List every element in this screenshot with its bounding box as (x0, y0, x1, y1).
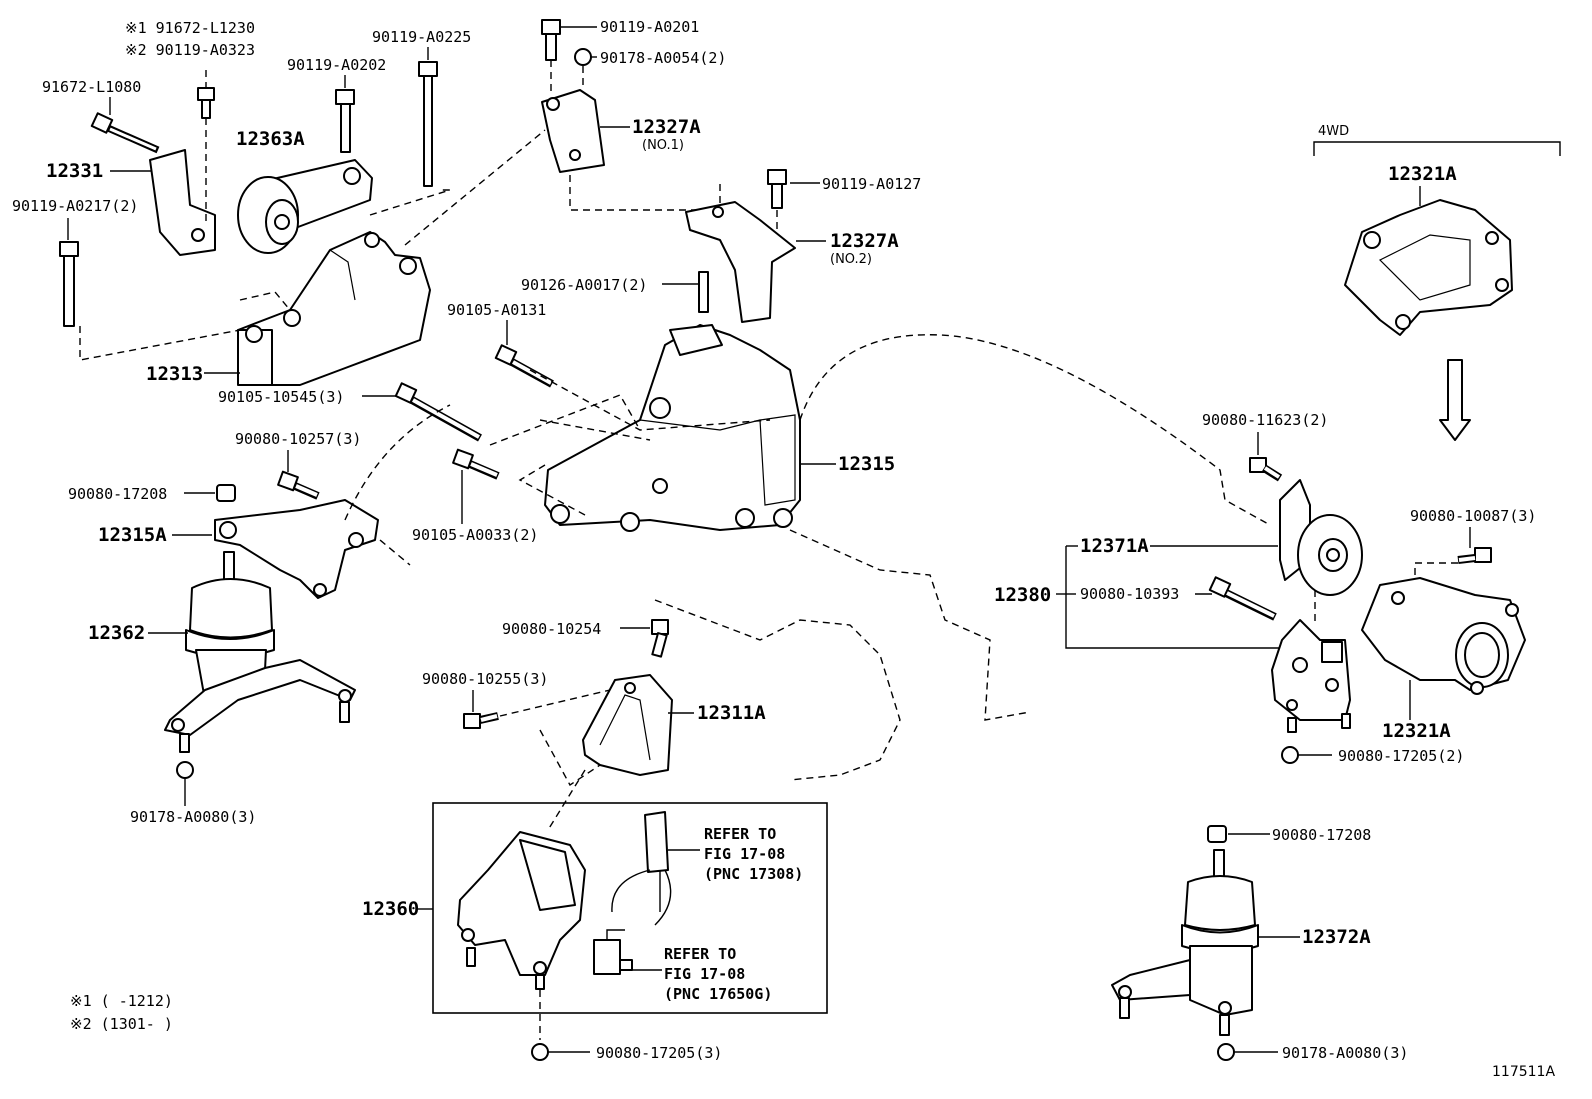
refer-17650G-line3[interactable]: (PNC 17650G) (664, 985, 772, 1003)
mount-12371A-icon (1279, 479, 1363, 596)
bolt-90105-A0131-icon (494, 344, 554, 388)
bracket-12315A-icon (214, 499, 379, 599)
mount-12360-icon (457, 831, 586, 990)
nut-90178-A0080-right-icon (1217, 1043, 1235, 1061)
bolt-90080-10255-icon (463, 712, 499, 729)
bracket-12311A-icon (582, 674, 673, 776)
bolt-90080-10393-icon (1208, 576, 1277, 621)
callout-90119-A0127[interactable]: 90119-A0127 (822, 175, 921, 193)
legend-note-1: ※1 91672-L1230 (125, 19, 255, 37)
callout-90080-10393[interactable]: 90080-10393 (1080, 585, 1179, 603)
callout-90080-17205-bottom[interactable]: 90080-17205(3) (596, 1044, 722, 1062)
callout-90080-17208-left[interactable]: 90080-17208 (68, 485, 167, 503)
bolt-90105-A0033-icon (452, 448, 500, 480)
legend-range-2: ※2 (1301- ) (70, 1015, 173, 1033)
callout-90105-A0033[interactable]: 90105-A0033(2) (412, 526, 538, 544)
callout-12362[interactable]: 12362 (88, 622, 145, 644)
bracket-12321A-top-icon (1344, 199, 1513, 336)
vacuum-hose-icon (611, 811, 672, 926)
bolt-91672-L1080-icon (90, 112, 160, 154)
refer-17650G-line1: REFER TO (664, 945, 736, 963)
bracket-12313-icon (237, 231, 431, 386)
bolt-90119-A0202-icon (335, 89, 355, 153)
callout-90105-10545[interactable]: 90105-10545(3) (218, 388, 344, 406)
callout-12327A-no1[interactable]: 12327A (632, 116, 701, 138)
bolt-90119-A0225-icon (418, 61, 438, 187)
bracket-12331-icon (149, 149, 216, 256)
callout-90080-10087[interactable]: 90080-10087(3) (1410, 507, 1536, 525)
callout-90105-A0131[interactable]: 90105-A0131 (447, 301, 546, 319)
callout-90119-A0225[interactable]: 90119-A0225 (372, 28, 471, 46)
refer-17308-line1: REFER TO (704, 825, 776, 843)
callout-12313[interactable]: 12313 (146, 363, 203, 385)
bolt-90080-10257-icon (277, 470, 320, 500)
nut-90080-17205-bottom-icon (531, 1043, 549, 1061)
vsv-valve-icon (593, 929, 633, 975)
callout-90126-A0017[interactable]: 90126-A0017(2) (521, 276, 647, 294)
bolt-90080-10254-icon (651, 619, 669, 658)
figure-id: 117511A (1492, 1064, 1555, 1080)
group-label-4wd: 4WD (1318, 124, 1349, 139)
bolt-90080-10087-icon (1457, 547, 1492, 564)
callout-90119-A0217[interactable]: 90119-A0217(2) (12, 197, 138, 215)
bolt-91672-L1230-icon (197, 87, 215, 119)
callout-90080-17205-right[interactable]: 90080-17205(2) (1338, 747, 1464, 765)
bracket-12321A-lower-icon (1361, 577, 1526, 695)
callout-12327A-no2[interactable]: 12327A (830, 230, 899, 252)
callout-90178-A0080-left[interactable]: 90178-A0080(3) (130, 808, 256, 826)
callout-90080-10255[interactable]: 90080-10255(3) (422, 670, 548, 688)
callout-90080-11623[interactable]: 90080-11623(2) (1202, 411, 1328, 429)
refer-17308-line2: FIG 17-08 (704, 845, 785, 863)
bolt-90119-A0217-icon (59, 241, 79, 327)
callout-90119-A0201[interactable]: 90119-A0201 (600, 18, 699, 36)
bracket-12327A-no2-icon (685, 201, 796, 323)
bracket-12327A-no1-icon (541, 89, 605, 173)
mount-12363A-icon (237, 159, 373, 254)
callout-12371A[interactable]: 12371A (1080, 535, 1149, 557)
callout-12363A[interactable]: 12363A (236, 128, 305, 150)
bolt-90105-10545-icon (394, 382, 482, 442)
callout-12315[interactable]: 12315 (838, 453, 895, 475)
callout-91672-L1080[interactable]: 91672-L1080 (42, 78, 141, 96)
down-arrow-icon (1439, 359, 1471, 441)
callout-90080-10257[interactable]: 90080-10257(3) (235, 430, 361, 448)
nut-90178-A0080-left-icon (176, 761, 194, 779)
callout-12360[interactable]: 12360 (362, 898, 419, 920)
callout-12321A-top[interactable]: 12321A (1388, 163, 1457, 185)
bolt-90119-A0127-icon (767, 169, 787, 209)
bracket-12380-lower-icon (1271, 619, 1351, 733)
callout-90178-A0054[interactable]: 90178-A0054(2) (600, 49, 726, 67)
mount-12362-icon (164, 551, 356, 753)
callout-12315A[interactable]: 12315A (98, 524, 167, 546)
legend-note-2: ※2 90119-A0323 (125, 41, 255, 59)
callout-90178-A0080-right[interactable]: 90178-A0080(3) (1282, 1044, 1408, 1062)
nut-90178-A0054-icon (574, 48, 592, 66)
callout-12327A-no1-sub: (NO.1) (642, 138, 684, 153)
callout-12331[interactable]: 12331 (46, 160, 103, 182)
legend-range-1: ※1 ( -1212) (70, 992, 173, 1010)
assembly-12360-box (432, 802, 828, 1014)
bolt-90080-11623-icon (1249, 457, 1283, 482)
nut-90080-17205-right-icon (1281, 746, 1299, 764)
bolt-90119-A0201-icon (541, 19, 561, 61)
refer-17650G-line2: FIG 17-08 (664, 965, 745, 983)
callout-12327A-no2-sub: (NO.2) (830, 252, 872, 267)
callout-90080-17208-right[interactable]: 90080-17208 (1272, 826, 1371, 844)
nut-90080-17208-right-icon (1207, 825, 1227, 843)
mount-12372A-icon (1111, 849, 1259, 1036)
callout-12311A[interactable]: 12311A (697, 702, 766, 724)
nut-90080-17208-left-icon (216, 484, 236, 502)
stud-90126-A0017-icon (698, 271, 709, 313)
callout-12372A[interactable]: 12372A (1302, 926, 1371, 948)
callout-90080-10254[interactable]: 90080-10254 (502, 620, 601, 638)
refer-17308-line3[interactable]: (PNC 17308) (704, 865, 803, 883)
callout-12321A-lower[interactable]: 12321A (1382, 720, 1451, 742)
callout-12380[interactable]: 12380 (994, 584, 1051, 606)
callout-90119-A0202[interactable]: 90119-A0202 (287, 56, 386, 74)
